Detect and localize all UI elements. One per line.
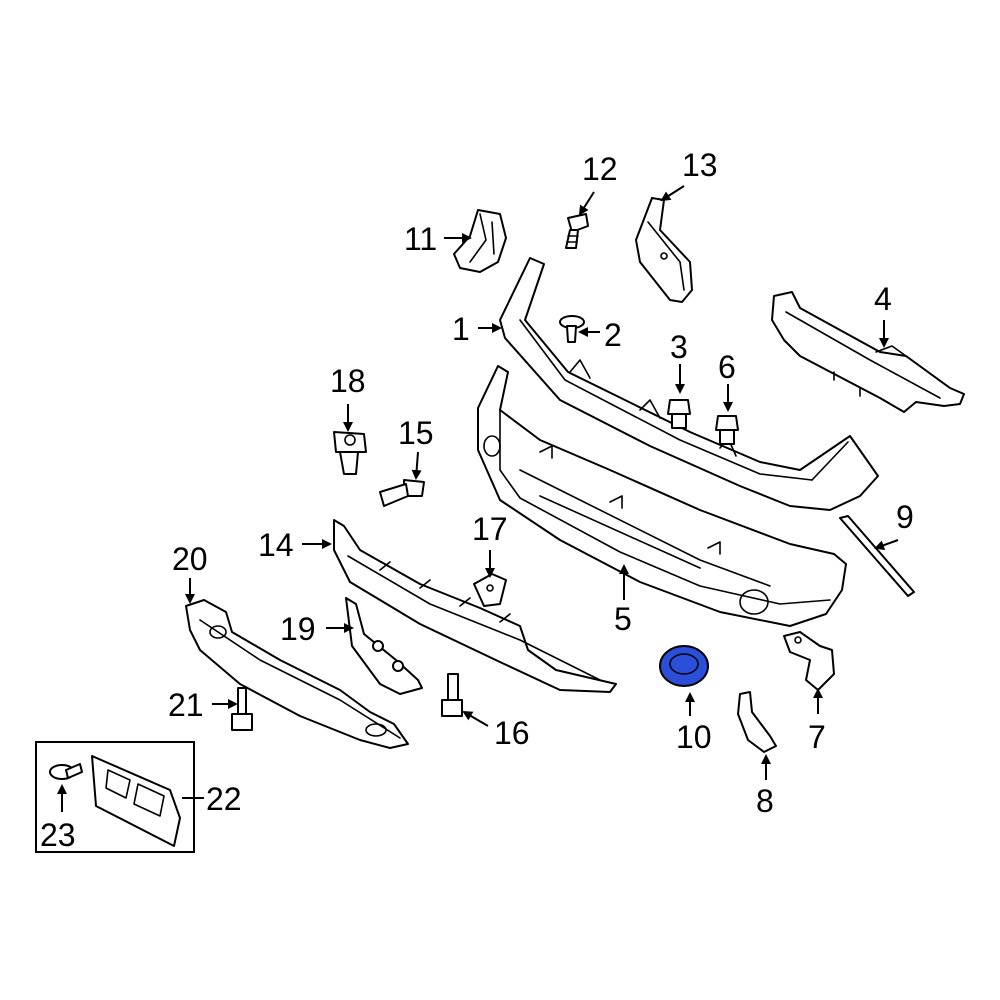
callout-15: 15 [398, 415, 434, 451]
leader-lines [57, 185, 899, 812]
part-13-bracket[interactable] [635, 197, 693, 303]
part-21-bolt[interactable] [231, 687, 253, 731]
part-18-clip[interactable] [333, 431, 367, 475]
part-7-bracket[interactable] [783, 631, 835, 691]
callout-7: 7 [808, 719, 826, 755]
part-22-license-bracket[interactable] [91, 755, 181, 847]
part-23-screw[interactable] [49, 763, 83, 780]
part-12-bolt[interactable] [565, 213, 589, 249]
callout-16: 16 [494, 715, 530, 751]
callout-9: 9 [896, 499, 914, 535]
part-14-absorber[interactable] [333, 519, 617, 693]
callout-22: 22 [206, 781, 242, 817]
callout-14: 14 [258, 527, 294, 563]
callout-8: 8 [756, 783, 774, 819]
part-20-reinforcement[interactable] [185, 599, 409, 749]
callout-2: 2 [604, 317, 622, 353]
callout-19: 19 [280, 611, 316, 647]
callout-23: 23 [40, 817, 76, 853]
part-4-reinforcement[interactable] [771, 291, 965, 413]
part-17-bracket[interactable] [473, 573, 507, 607]
part-10-cap[interactable] [659, 645, 709, 687]
part-15-bolt[interactable] [379, 479, 425, 507]
callout-12: 12 [582, 151, 618, 187]
part-19-bracket[interactable] [345, 597, 423, 695]
part-2-clip[interactable] [559, 315, 585, 343]
part-11-bracket[interactable] [453, 209, 507, 273]
callout-1: 1 [452, 311, 470, 347]
callout-20: 20 [172, 541, 208, 577]
part-16-bolt[interactable] [441, 673, 463, 717]
callout-13: 13 [682, 147, 718, 183]
part-3-nut[interactable] [667, 399, 691, 429]
callout-21: 21 [168, 687, 204, 723]
callout-6: 6 [718, 349, 736, 385]
part-9-molding[interactable] [839, 515, 915, 597]
callout-10: 10 [676, 719, 712, 755]
part-6-nut[interactable] [715, 415, 739, 445]
callout-17: 17 [472, 511, 508, 547]
callout-3: 3 [670, 329, 688, 365]
part-8-bracket[interactable] [737, 691, 777, 753]
part-1-bumper-upper[interactable] [499, 257, 879, 511]
callout-18: 18 [330, 363, 366, 399]
callout-5: 5 [614, 601, 632, 637]
callout-11: 11 [404, 221, 437, 257]
callout-labels: 1 2 3 4 5 6 7 8 9 10 11 12 13 14 15 16 1… [40, 147, 914, 853]
part-5-bumper-cover[interactable] [477, 365, 847, 627]
callout-4: 4 [874, 281, 892, 317]
